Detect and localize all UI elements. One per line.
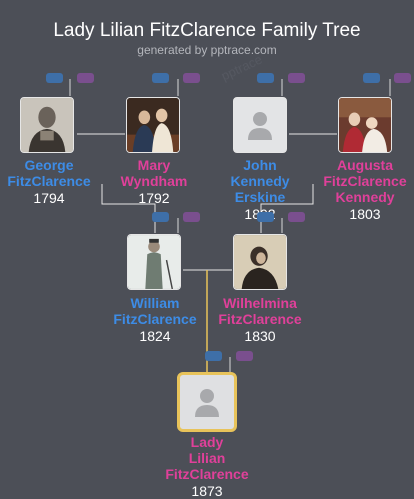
person-photo-john[interactable]: [233, 97, 287, 153]
mother-link-chip[interactable]: [183, 73, 200, 83]
person-name-lilian[interactable]: Lady Lilian FitzClarence: [165, 434, 249, 482]
father-link-chip[interactable]: [46, 73, 63, 83]
birth-year-augusta: 1803: [349, 206, 381, 222]
birth-year-george: 1794: [33, 190, 65, 206]
mother-link-chip[interactable]: [236, 351, 253, 361]
father-link-chip[interactable]: [257, 73, 274, 83]
mother-link-chip[interactable]: [288, 73, 305, 83]
person-photo-augusta[interactable]: [338, 97, 392, 153]
birth-year-lilian: 1873: [191, 483, 223, 499]
portrait-icon: [127, 98, 179, 152]
mother-link-chip[interactable]: [288, 212, 305, 222]
person-photo-wilhelmina[interactable]: [233, 234, 287, 290]
birth-year-mary: 1792: [138, 190, 170, 206]
person-silhouette-icon: [248, 112, 272, 140]
person-name-mary[interactable]: Mary Wyndham: [120, 157, 188, 189]
person-name-augusta[interactable]: Augusta FitzClarence Kennedy: [323, 157, 407, 205]
page-title: Lady Lilian FitzClarence Family Tree: [53, 20, 361, 41]
person-photo-lilian[interactable]: [177, 372, 237, 432]
person-photo-george[interactable]: [20, 97, 74, 153]
birth-year-wilhelmina: 1830: [244, 328, 276, 344]
father-link-chip[interactable]: [205, 351, 222, 361]
father-link-chip[interactable]: [257, 212, 274, 222]
mother-link-chip[interactable]: [394, 73, 411, 83]
portrait-icon: [339, 98, 391, 152]
person-photo-william[interactable]: [127, 234, 181, 290]
person-name-george[interactable]: George FitzClarence: [7, 157, 91, 189]
mother-link-chip[interactable]: [183, 212, 200, 222]
person-name-william[interactable]: William FitzClarence: [113, 295, 197, 327]
birth-year-william: 1824: [139, 328, 171, 344]
person-photo-mary[interactable]: [126, 97, 180, 153]
person-silhouette-icon: [195, 389, 219, 417]
portrait-icon: [234, 235, 286, 289]
portrait-icon: [128, 235, 180, 289]
person-name-john[interactable]: John Kennedy Erskine: [230, 157, 290, 205]
father-link-chip[interactable]: [152, 73, 169, 83]
person-name-wilhelmina[interactable]: Wilhelmina FitzClarence: [218, 295, 302, 327]
portrait-icon: [21, 98, 73, 152]
page-subtitle: generated by pptrace.com: [137, 43, 277, 57]
mother-link-chip[interactable]: [77, 73, 94, 83]
father-link-chip[interactable]: [152, 212, 169, 222]
father-link-chip[interactable]: [363, 73, 380, 83]
